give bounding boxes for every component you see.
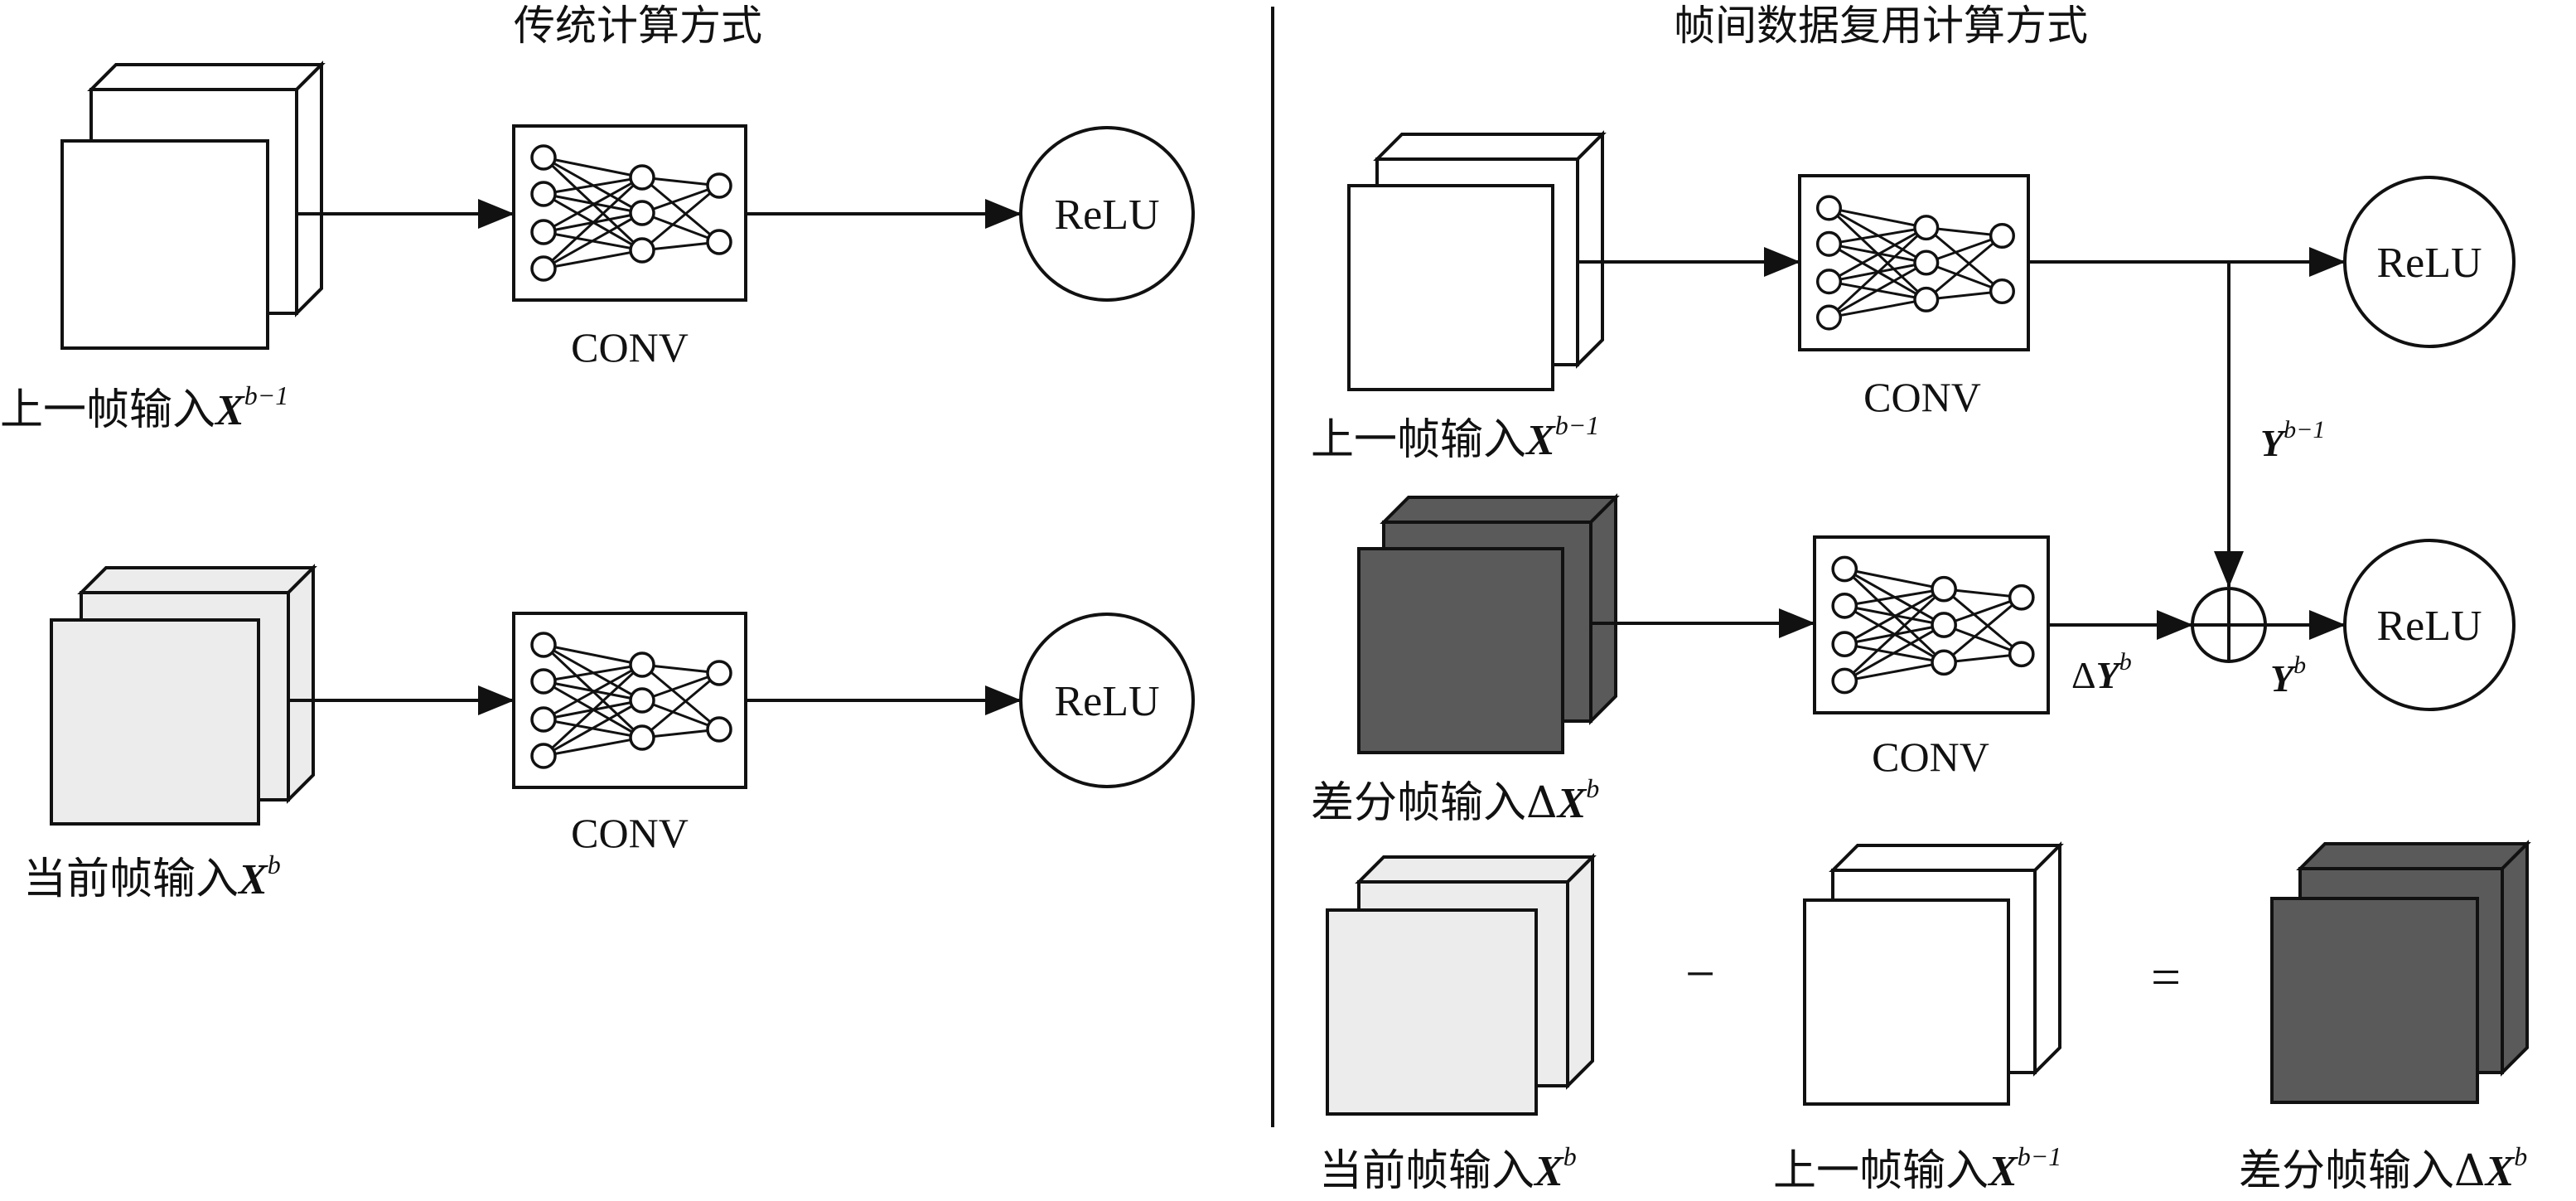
left-cur-input-label: 当前帧输入Xb (23, 850, 281, 904)
left-cur-relu-node (1019, 613, 1195, 788)
equation-term2-label: 上一帧输入Xb−1 (1773, 1141, 2061, 1196)
right-prev-relu-label: ReLU (2376, 240, 2482, 287)
equation-term1-frame-stack (1326, 853, 1597, 1116)
right-panel-title: 帧间数据复用计算方式 (1674, 2, 2088, 50)
right-diff-conv-box (1813, 535, 2050, 714)
equation-result-label: 差分帧输入ΔXb (2239, 1141, 2527, 1196)
equation-minus-sign: − (1685, 944, 1715, 1003)
right-diff-relu-node (2343, 539, 2516, 711)
left-prev-relu-node (1019, 126, 1195, 302)
sum-y-label: Yb (2270, 651, 2306, 700)
equation-equals-sign: = (2151, 947, 2181, 1006)
left-prev-frame-stack (60, 61, 326, 350)
equation-term2-frame-stack (1803, 841, 2064, 1106)
right-prev-input-label: 上一帧输入Xb−1 (1311, 410, 1599, 465)
right-prev-frame-stack (1347, 130, 1607, 391)
right-prev-relu-node (2343, 176, 2516, 348)
equation-result-frame-stack (2270, 840, 2531, 1104)
left-cur-conv-box (512, 612, 747, 789)
left-prev-conv-box (512, 124, 747, 302)
right-diff-input-label: 差分帧输入ΔXb (1311, 773, 1599, 828)
left-prev-input-label: 上一帧输入Xb−1 (0, 380, 288, 435)
left-panel-title: 传统计算方式 (514, 2, 762, 50)
right-prev-conv-box (1798, 174, 2030, 351)
delta-y-label: ΔYb (2071, 648, 2132, 696)
left-cur-conv-label: CONV (571, 810, 689, 856)
equation-term1-label: 当前帧输入Xb (1319, 1141, 1577, 1196)
reuse-branch-label: Yb−1 (2260, 416, 2325, 464)
left-prev-relu-label: ReLU (1054, 191, 1159, 239)
left-cur-frame-stack (50, 564, 317, 826)
right-diff-relu-label: ReLU (2376, 603, 2482, 650)
adder-node (2191, 587, 2267, 663)
right-diff-conv-label: CONV (1872, 734, 1989, 780)
left-cur-relu-label: ReLU (1054, 678, 1159, 725)
right-prev-conv-label: CONV (1863, 374, 1981, 420)
right-diff-frame-stack (1357, 493, 1620, 754)
left-prev-conv-label: CONV (571, 324, 689, 370)
